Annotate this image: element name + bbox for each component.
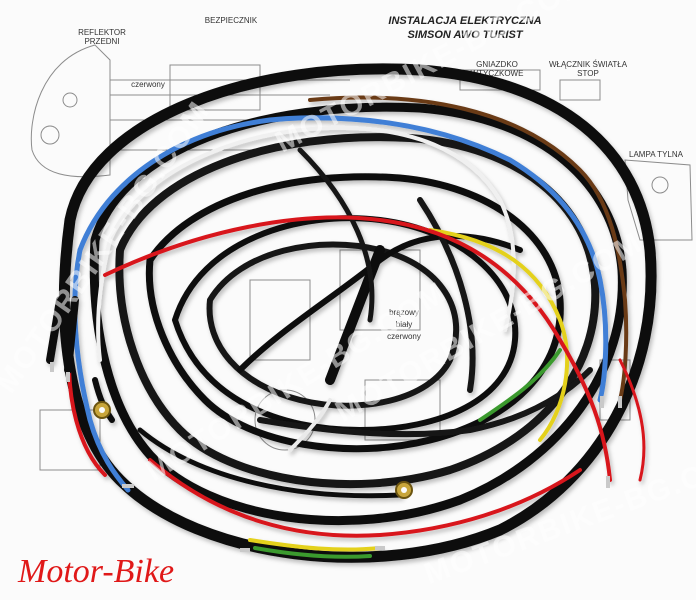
black-wire-loop-5 — [172, 215, 519, 434]
diagram-title-line1: INSTALACJA ELEKTRYCZNA — [388, 15, 542, 27]
green-wire — [478, 348, 562, 422]
terminals — [50, 362, 622, 552]
label-czerwony-2: czerwony — [387, 332, 421, 341]
blue-wire-end — [72, 247, 131, 493]
black-wire-loop-3 — [115, 133, 600, 489]
tail-lamp-outline — [624, 159, 693, 241]
bulb-icon-2 — [40, 125, 60, 145]
yellow-wire — [428, 228, 570, 442]
stop-switch-box — [559, 79, 601, 101]
blue-wire — [77, 115, 609, 403]
red-wire-bottom — [148, 458, 582, 538]
label-bezpiecznik: BEZPIECZNIK — [204, 16, 258, 25]
white-wire — [108, 125, 516, 332]
label-wlacznik: WŁĄCZNIK ŚWIATŁA STOP — [548, 60, 628, 78]
label-bialy: biały — [395, 320, 413, 329]
bulb-icon — [62, 92, 78, 108]
label-gniazdko: GNIAZDKO WTYCZKOWE — [470, 60, 524, 78]
label-lampa: LAMPA TYLNA — [629, 150, 683, 159]
brown-wire — [308, 95, 629, 402]
diagram-title: INSTALACJA ELEKTRYCZNA SIMSON AWO TURIST — [350, 14, 580, 42]
diagram-title-line2: SIMSON AWO TURIST — [407, 29, 523, 41]
label-czerwony: czerwony — [131, 80, 165, 89]
red-wire — [103, 215, 612, 482]
black-wire-loop-2 — [89, 102, 627, 526]
brand-text: Motor-Bike — [18, 553, 175, 590]
socket-box — [459, 69, 541, 91]
spade-terminal — [122, 484, 134, 488]
label-brazowy: brązowy — [389, 308, 419, 317]
label-reflektor: REFLEKTOR PRZEDNI — [78, 28, 126, 46]
black-wire-loop-6 — [206, 241, 460, 409]
tail-bulb-icon — [651, 176, 669, 194]
